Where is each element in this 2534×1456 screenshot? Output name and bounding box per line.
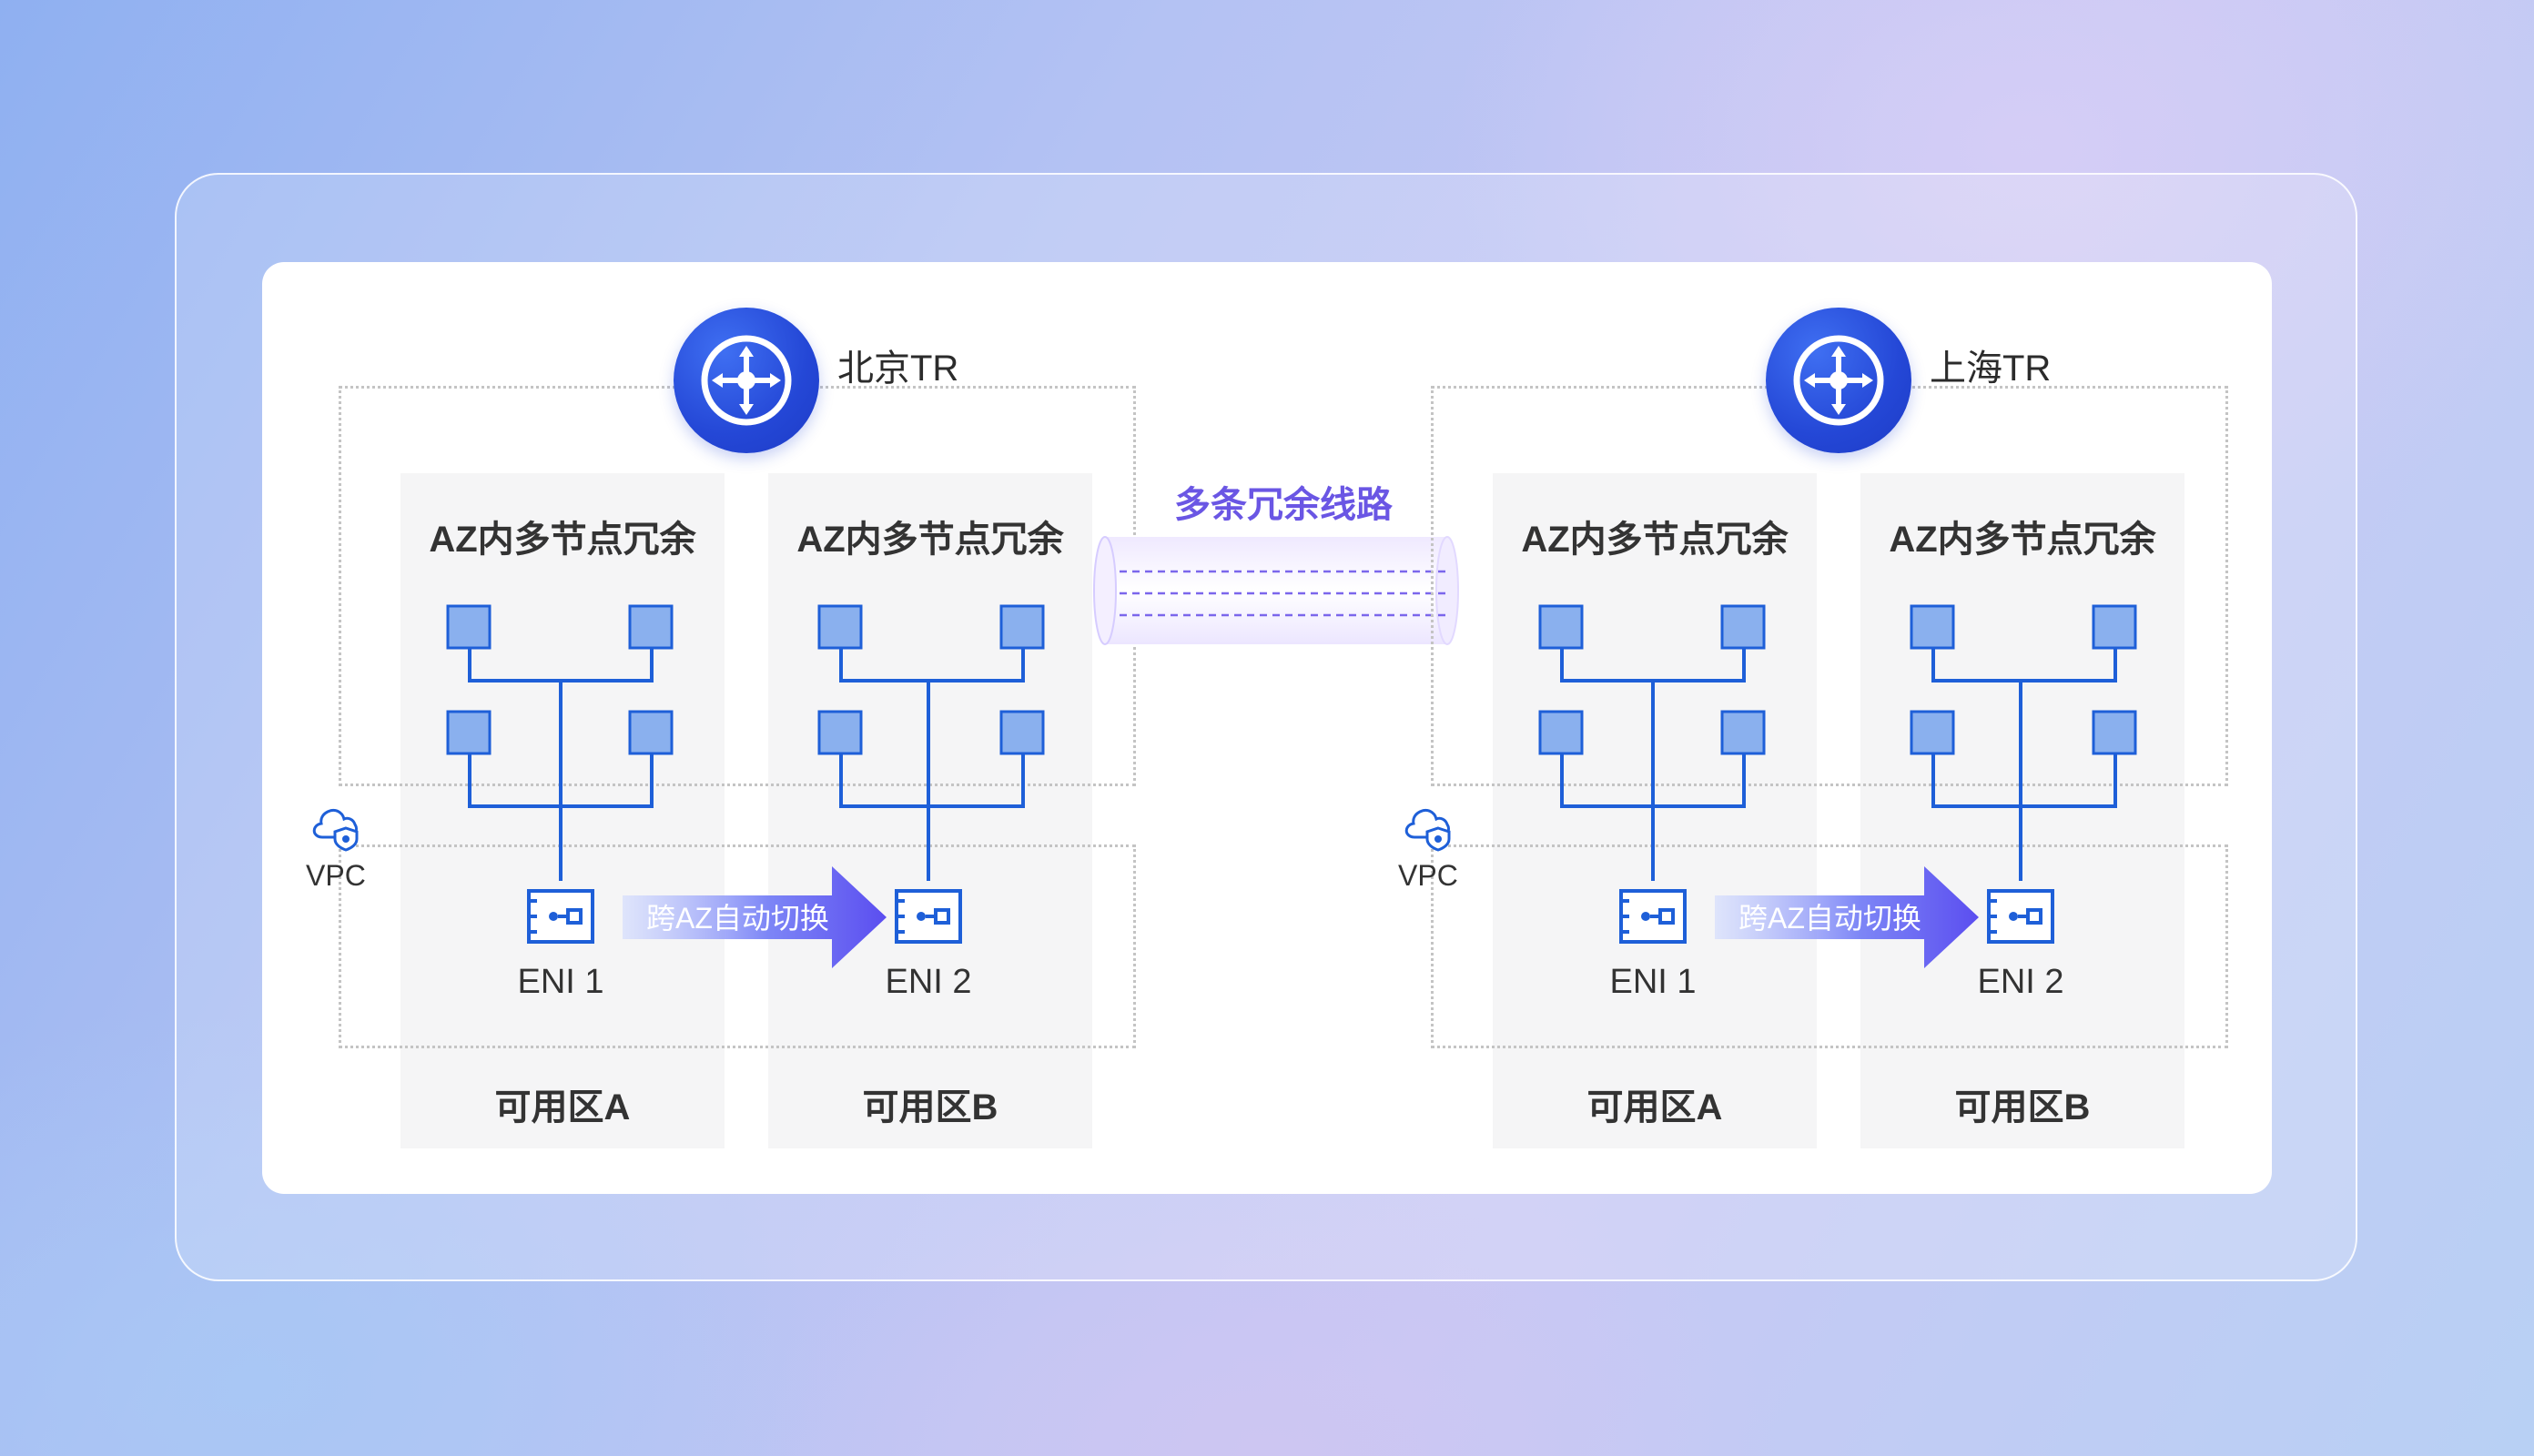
redundant-link-label: 多条冗余线路 [1174, 485, 1393, 525]
eni-card-icon [895, 889, 962, 944]
cloud-shield-icon [1404, 808, 1451, 852]
eni-2-label: ENI 2 [885, 963, 972, 1001]
zone-b-node-tree [1910, 604, 2137, 881]
eni-2-label: ENI 2 [1977, 963, 2064, 1001]
router-icon [1766, 308, 1911, 453]
failover-label: 跨AZ自动切换 [646, 902, 829, 935]
zone-a-node-tree [1538, 604, 1766, 881]
redundant-link-tube [1093, 536, 1459, 645]
vpc-box [339, 844, 1136, 1048]
tr-label: 北京TR [837, 349, 959, 389]
failover-arrow: 跨AZ自动切换 [623, 866, 887, 968]
eni-1-label: ENI 1 [517, 963, 604, 1001]
zone-a-node-tree [446, 604, 674, 881]
zone-a-title: AZ内多节点冗余 [429, 520, 696, 560]
zone-b-title: AZ内多节点冗余 [796, 520, 1064, 560]
vpc-label: VPC [306, 859, 366, 892]
tr-label: 上海TR [1930, 349, 2052, 389]
zone-b-title: AZ内多节点冗余 [1889, 520, 2156, 560]
cloud-shield-icon [312, 808, 359, 852]
zone-b-name: 可用区B [862, 1087, 998, 1127]
zone-a-name: 可用区A [1586, 1087, 1723, 1127]
eni-1-label: ENI 1 [1609, 963, 1697, 1001]
vpc-box [1431, 844, 2228, 1048]
zone-b-name: 可用区B [1954, 1087, 2091, 1127]
router-icon [674, 308, 819, 453]
eni-card-icon [1987, 889, 2054, 944]
eni-card-icon [527, 889, 594, 944]
failover-label: 跨AZ自动切换 [1738, 902, 1921, 935]
zone-a-name: 可用区A [494, 1087, 631, 1127]
vpc-label: VPC [1398, 859, 1458, 892]
zone-a-title: AZ内多节点冗余 [1521, 520, 1789, 560]
eni-card-icon [1619, 889, 1687, 944]
zone-b-node-tree [817, 604, 1045, 881]
failover-arrow: 跨AZ自动切换 [1715, 866, 1979, 968]
